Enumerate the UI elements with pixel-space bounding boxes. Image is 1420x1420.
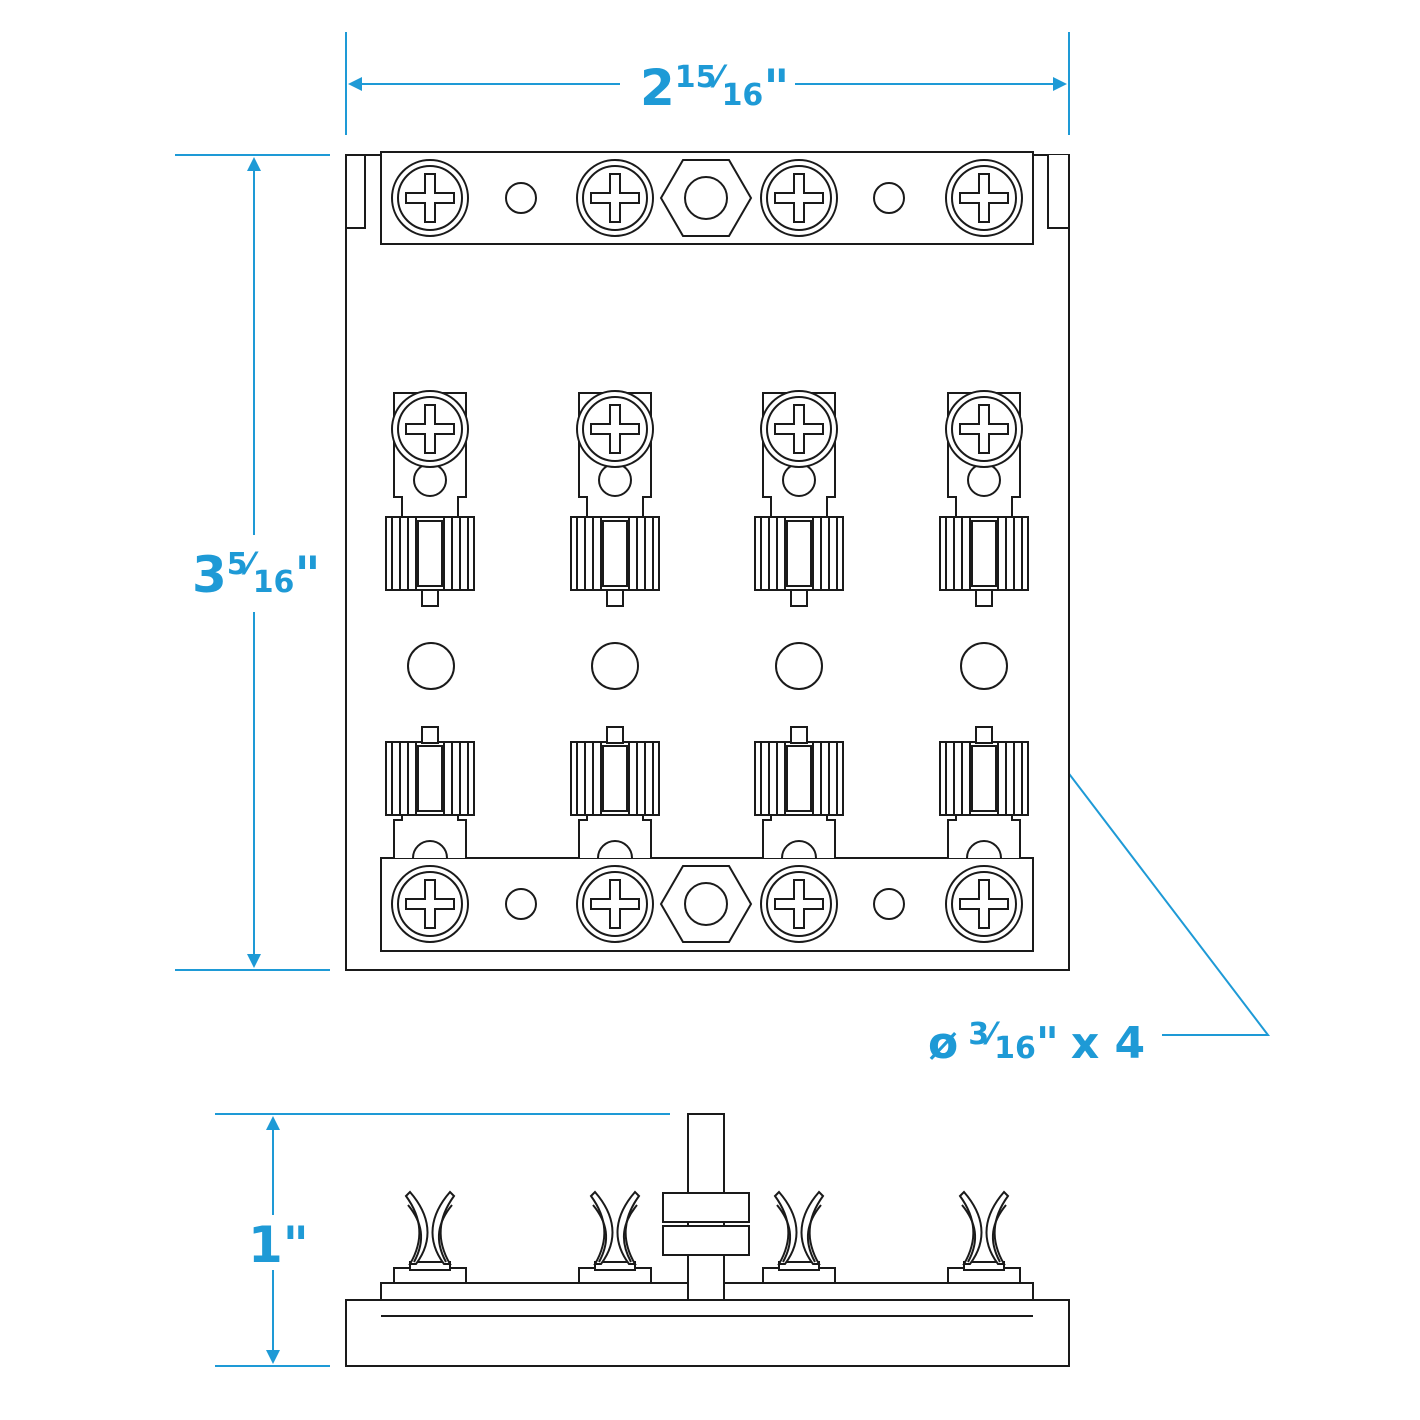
- fuse-clip: [754, 390, 844, 607]
- fuse-clip: [939, 390, 1029, 607]
- height-whole: 3: [192, 546, 227, 604]
- hole-unit: ": [1036, 1018, 1059, 1069]
- fuse-clip: [570, 726, 660, 859]
- fuse-clips-layer: [385, 390, 1029, 859]
- hole-count: x 4: [1071, 1018, 1145, 1069]
- fuse-clip: [385, 726, 475, 859]
- side-fuse-clip: [947, 1190, 1021, 1284]
- side-nut-lower: [662, 1225, 750, 1256]
- height-unit: ": [294, 546, 320, 604]
- phillips-screw-icon: [391, 390, 469, 468]
- phillips-screw-icon: [576, 159, 654, 237]
- hole-denominator: 16: [994, 1031, 1036, 1066]
- phillips-screw-icon: [760, 390, 838, 468]
- bus-hole: [873, 888, 905, 920]
- phillips-screw-icon: [391, 159, 469, 237]
- fuse-clip: [570, 390, 660, 607]
- width-numerator: 15: [675, 60, 717, 95]
- mounting-hole: [407, 642, 455, 690]
- phillips-screw-icon: [391, 865, 469, 943]
- side-clips-layer: [393, 1190, 1021, 1284]
- hole-numerator: 3: [968, 1017, 989, 1052]
- fuse-clip: [939, 726, 1029, 859]
- side-nut-upper: [662, 1192, 750, 1223]
- hex-nut: [659, 865, 753, 943]
- side-fuse-clip: [762, 1190, 836, 1284]
- phillips-screw-icon: [945, 865, 1023, 943]
- phillips-screw-icon: [945, 159, 1023, 237]
- phillips-screw-icon: [576, 390, 654, 468]
- screws-layer: [391, 159, 1023, 943]
- depth-dimension-label: 1": [248, 1216, 309, 1274]
- bus-hole: [873, 182, 905, 214]
- width-unit: ": [763, 59, 789, 117]
- hole-symbol: ø: [928, 1018, 958, 1069]
- width-dimension-label: 215⁄16": [640, 59, 789, 117]
- phillips-screw-icon: [945, 390, 1023, 468]
- height-numerator: 5: [227, 547, 248, 582]
- height-dimension-label: 35⁄16": [192, 546, 321, 604]
- bus-hole: [505, 182, 537, 214]
- side-fuse-clip: [578, 1190, 652, 1284]
- phillips-screw-icon: [576, 865, 654, 943]
- side-view: [345, 1113, 1070, 1367]
- phillips-screw-icon: [760, 865, 838, 943]
- side-base-plate: [345, 1299, 1070, 1367]
- fuse-clip: [385, 390, 475, 607]
- width-denominator: 16: [722, 78, 764, 113]
- phillips-screw-icon: [760, 159, 838, 237]
- width-whole: 2: [640, 59, 675, 117]
- height-denominator: 16: [253, 565, 295, 600]
- hex-nut: [659, 159, 753, 237]
- side-fuse-clip: [393, 1190, 467, 1284]
- mounting-hole: [591, 642, 639, 690]
- fuse-clip: [754, 726, 844, 859]
- depth-whole: 1: [248, 1216, 283, 1274]
- mounting-hole: [960, 642, 1008, 690]
- mounting-hole: [775, 642, 823, 690]
- depth-unit: ": [283, 1216, 309, 1274]
- bus-hole: [505, 888, 537, 920]
